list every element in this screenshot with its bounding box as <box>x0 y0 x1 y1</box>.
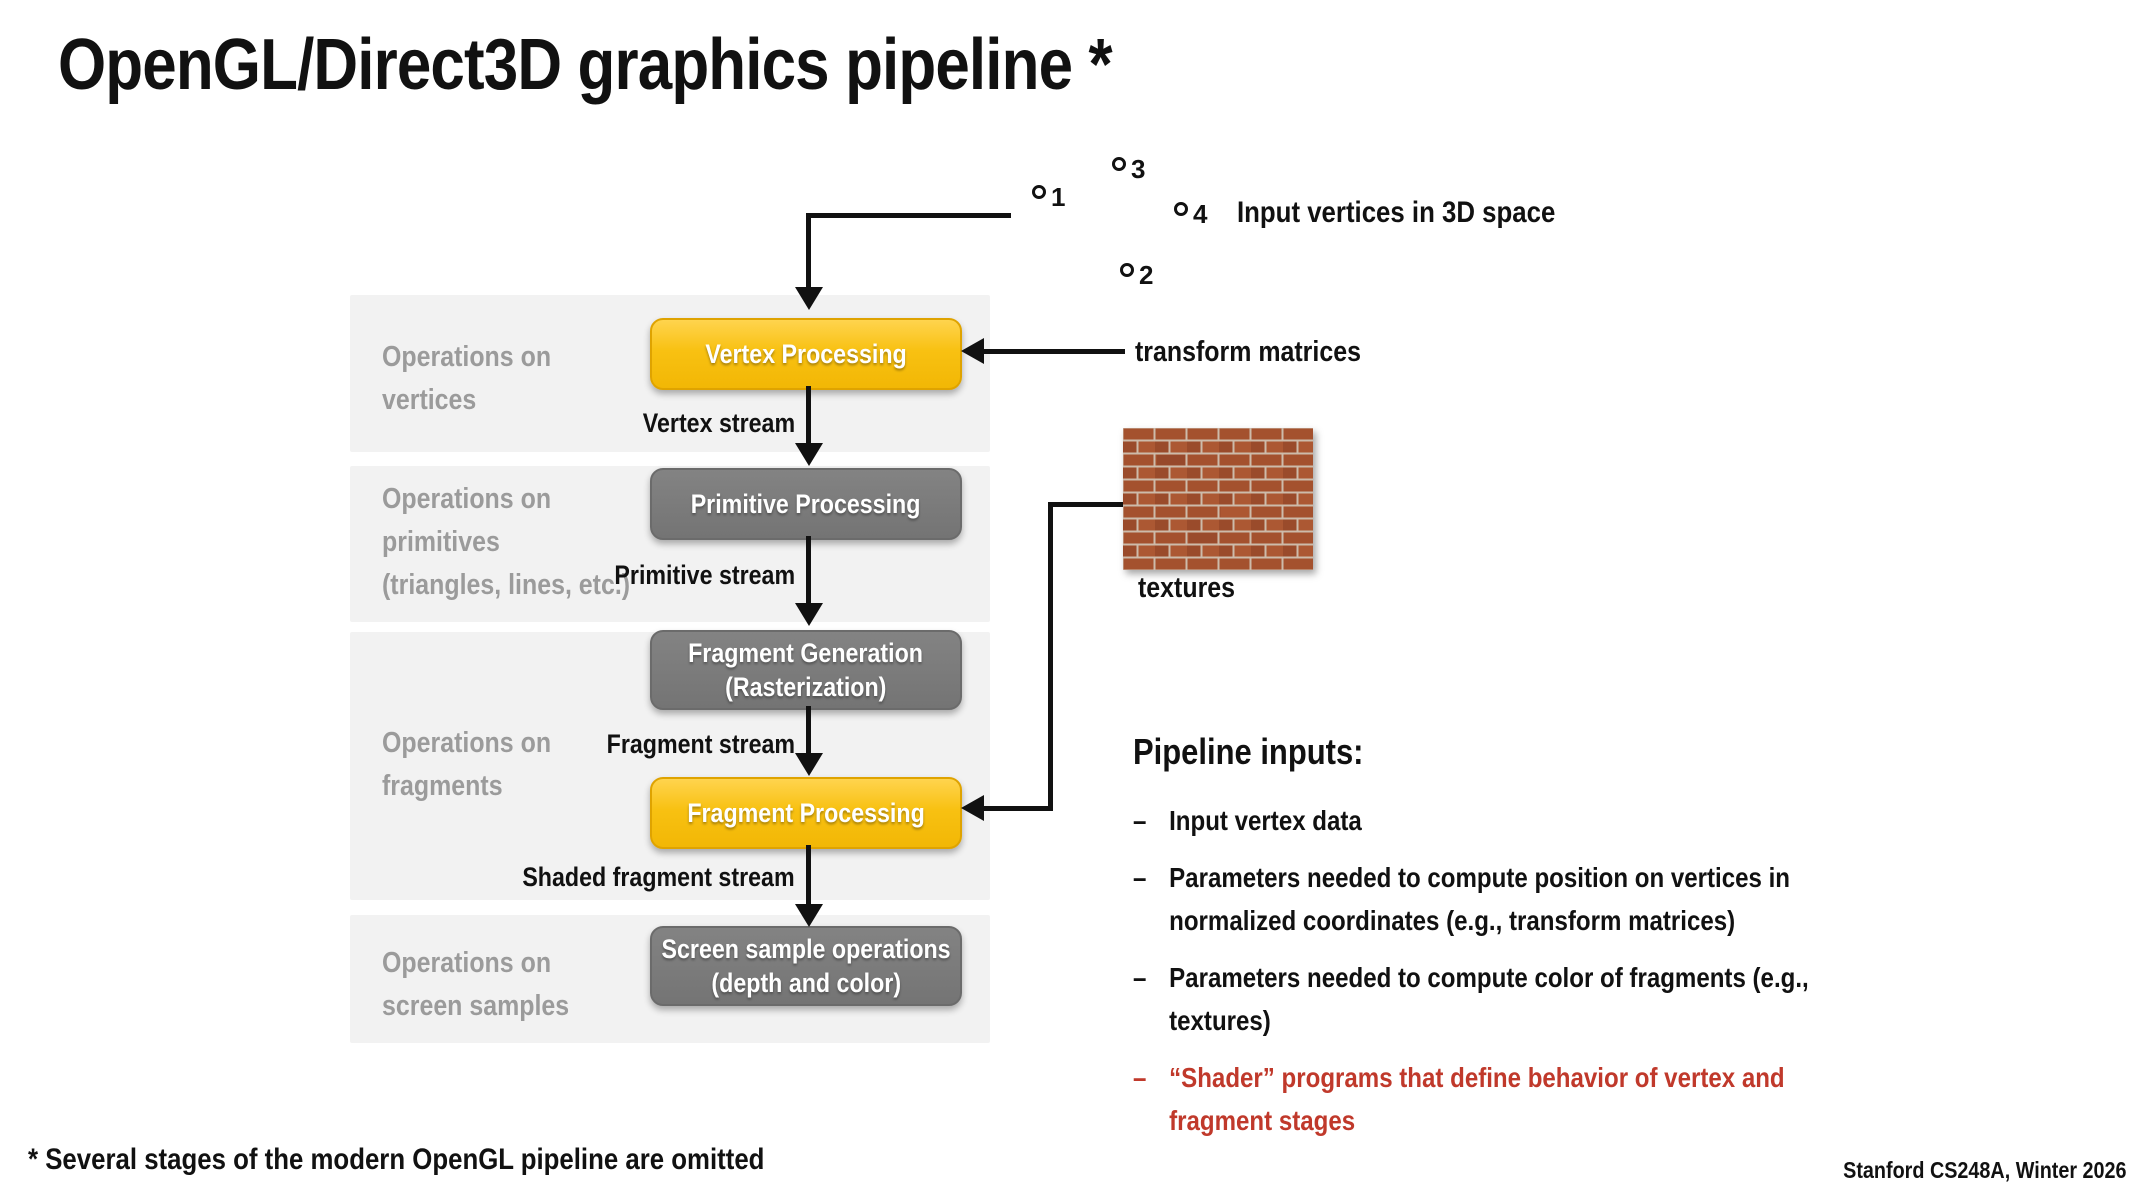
transform-matrices-text: transform matrices <box>1135 336 1361 368</box>
texture-arrow-vertical-line <box>1048 502 1053 811</box>
stream-label-fragment: Fragment stream <box>395 729 795 760</box>
pipeline-input-text: Input vertex data <box>1169 805 1362 836</box>
transform-arrow-line <box>983 349 1125 354</box>
vertex-dot-icon <box>1174 202 1188 216</box>
arrow-fraggen-to-fragproc <box>806 706 811 754</box>
textures-label: textures <box>1138 572 1251 605</box>
footnote-text: * Several stages of the modern OpenGL pi… <box>28 1143 765 1176</box>
vertex-marker-number: 1 <box>1051 182 1066 212</box>
vertex-marker-3: 3 <box>1112 156 1145 182</box>
input-arrow-vertical-line <box>806 213 811 288</box>
stream-label-text: Shaded fragment stream <box>522 862 795 892</box>
vertex-marker-2: 2 <box>1120 262 1153 288</box>
vertex-dot-icon <box>1032 185 1046 199</box>
arrow-fragproc-to-screen <box>806 845 811 905</box>
dash-bullet-icon: – <box>1133 1062 1147 1093</box>
stage-box-primitive-processing: Primitive Processing <box>650 468 962 540</box>
stage-box-fragment-generation: Fragment Generation (Rasterization) <box>650 630 962 710</box>
section-label-screen-samples: Operations on screen samples <box>382 942 600 1028</box>
section-label-line: Operations on <box>382 947 552 979</box>
pipeline-input-item: – Input vertex data <box>1133 799 1941 842</box>
section-label-line: screen samples <box>382 990 570 1022</box>
section-label-line: primitives <box>382 526 500 558</box>
vertex-marker-1: 1 <box>1032 184 1065 210</box>
stage-box-label: (depth and color) <box>711 968 901 998</box>
section-label-line: fragments <box>382 770 503 802</box>
vertex-marker-number: 3 <box>1131 154 1146 184</box>
arrow-down-head-icon <box>795 904 823 927</box>
stage-box-label: Vertex Processing <box>705 339 907 369</box>
stage-box-fragment-processing: Fragment Processing <box>650 777 962 849</box>
pipeline-inputs-panel: Pipeline inputs: – Input vertex data – P… <box>1133 731 1941 1156</box>
dash-bullet-icon: – <box>1133 862 1147 893</box>
stage-box-label: Fragment Generation <box>688 638 924 668</box>
stream-label-text: Fragment stream <box>606 729 795 759</box>
transform-matrices-label: transform matrices <box>1135 336 1398 369</box>
section-label-line: (triangles, lines, etc.) <box>382 569 631 601</box>
page-title-text: OpenGL/Direct3D graphics pipeline * <box>58 25 1113 105</box>
brick-texture-image <box>1123 428 1313 570</box>
section-label-line: Operations on <box>382 727 552 759</box>
pipeline-input-text: “Shader” programs that define behavior o… <box>1169 1062 1785 1136</box>
arrow-down-head-icon <box>795 603 823 626</box>
course-credit: Stanford CS248A, Winter 2026 <box>1797 1157 2127 1184</box>
section-label-fragments: Operations on fragments <box>382 722 579 808</box>
vertex-dot-icon <box>1120 263 1134 277</box>
stage-box-vertex-processing: Vertex Processing <box>650 318 962 390</box>
dash-bullet-icon: – <box>1133 805 1147 836</box>
arrow-down-head-icon <box>795 443 823 466</box>
input-vertices-label: Input vertices in 3D space <box>1237 196 1607 230</box>
pipeline-inputs-heading: Pipeline inputs: <box>1133 731 1364 772</box>
arrow-vertex-to-primitive <box>806 386 811 444</box>
section-label-line: Operations on <box>382 483 552 515</box>
page-title: OpenGL/Direct3D graphics pipeline * <box>58 24 1283 106</box>
texture-arrow-top-line <box>1048 502 1124 507</box>
dash-bullet-icon: – <box>1133 962 1147 993</box>
stream-label-primitive: Primitive stream <box>395 560 795 591</box>
course-credit-text: Stanford CS248A, Winter 2026 <box>1843 1157 2127 1183</box>
brick-pattern-svg <box>1123 428 1313 570</box>
stage-box-label: Screen sample operations <box>661 934 951 964</box>
pipeline-input-text: Parameters needed to compute color of fr… <box>1169 962 1809 1036</box>
input-arrow-horizontal-line <box>806 213 1011 218</box>
stream-label-vertex: Vertex stream <box>395 408 795 439</box>
stream-label-shaded-fragment: Shaded fragment stream <box>395 862 795 893</box>
arrow-down-head-icon <box>795 753 823 776</box>
section-label-primitives: Operations on primitives (triangles, lin… <box>382 478 670 607</box>
transform-arrow-left-head-icon <box>961 338 984 364</box>
section-label-vertices: Operations on vertices <box>382 336 579 422</box>
vertex-marker-4: 4 <box>1174 201 1207 227</box>
stream-label-text: Vertex stream <box>642 408 795 438</box>
vertex-dot-icon <box>1112 157 1126 171</box>
vertex-marker-number: 2 <box>1139 260 1154 290</box>
section-label-line: Operations on <box>382 341 552 373</box>
arrow-primitive-to-fraggen <box>806 536 811 604</box>
texture-arrow-left-head-icon <box>961 795 984 821</box>
input-arrow-down-head-icon <box>795 287 823 310</box>
pipeline-input-item: – Parameters needed to compute position … <box>1133 856 1941 942</box>
pipeline-input-item: – Parameters needed to compute color of … <box>1133 956 1941 1042</box>
stage-box-label: Primitive Processing <box>691 489 921 519</box>
pipeline-input-text: Parameters needed to compute position on… <box>1169 862 1791 936</box>
texture-arrow-bottom-line <box>983 806 1053 811</box>
section-label-line: vertices <box>382 384 477 416</box>
footnote: * Several stages of the modern OpenGL pi… <box>28 1143 884 1177</box>
stream-label-text: Primitive stream <box>614 560 795 590</box>
textures-text: textures <box>1138 572 1236 604</box>
input-vertices-text: Input vertices in 3D space <box>1237 196 1556 229</box>
stage-box-label: Fragment Processing <box>687 798 925 828</box>
vertex-marker-number: 4 <box>1193 199 1208 229</box>
stage-box-screen-sample-operations: Screen sample operations (depth and colo… <box>650 926 962 1006</box>
pipeline-input-item-shader: – “Shader” programs that define behavior… <box>1133 1056 1941 1142</box>
stage-box-label: (Rasterization) <box>725 672 887 702</box>
